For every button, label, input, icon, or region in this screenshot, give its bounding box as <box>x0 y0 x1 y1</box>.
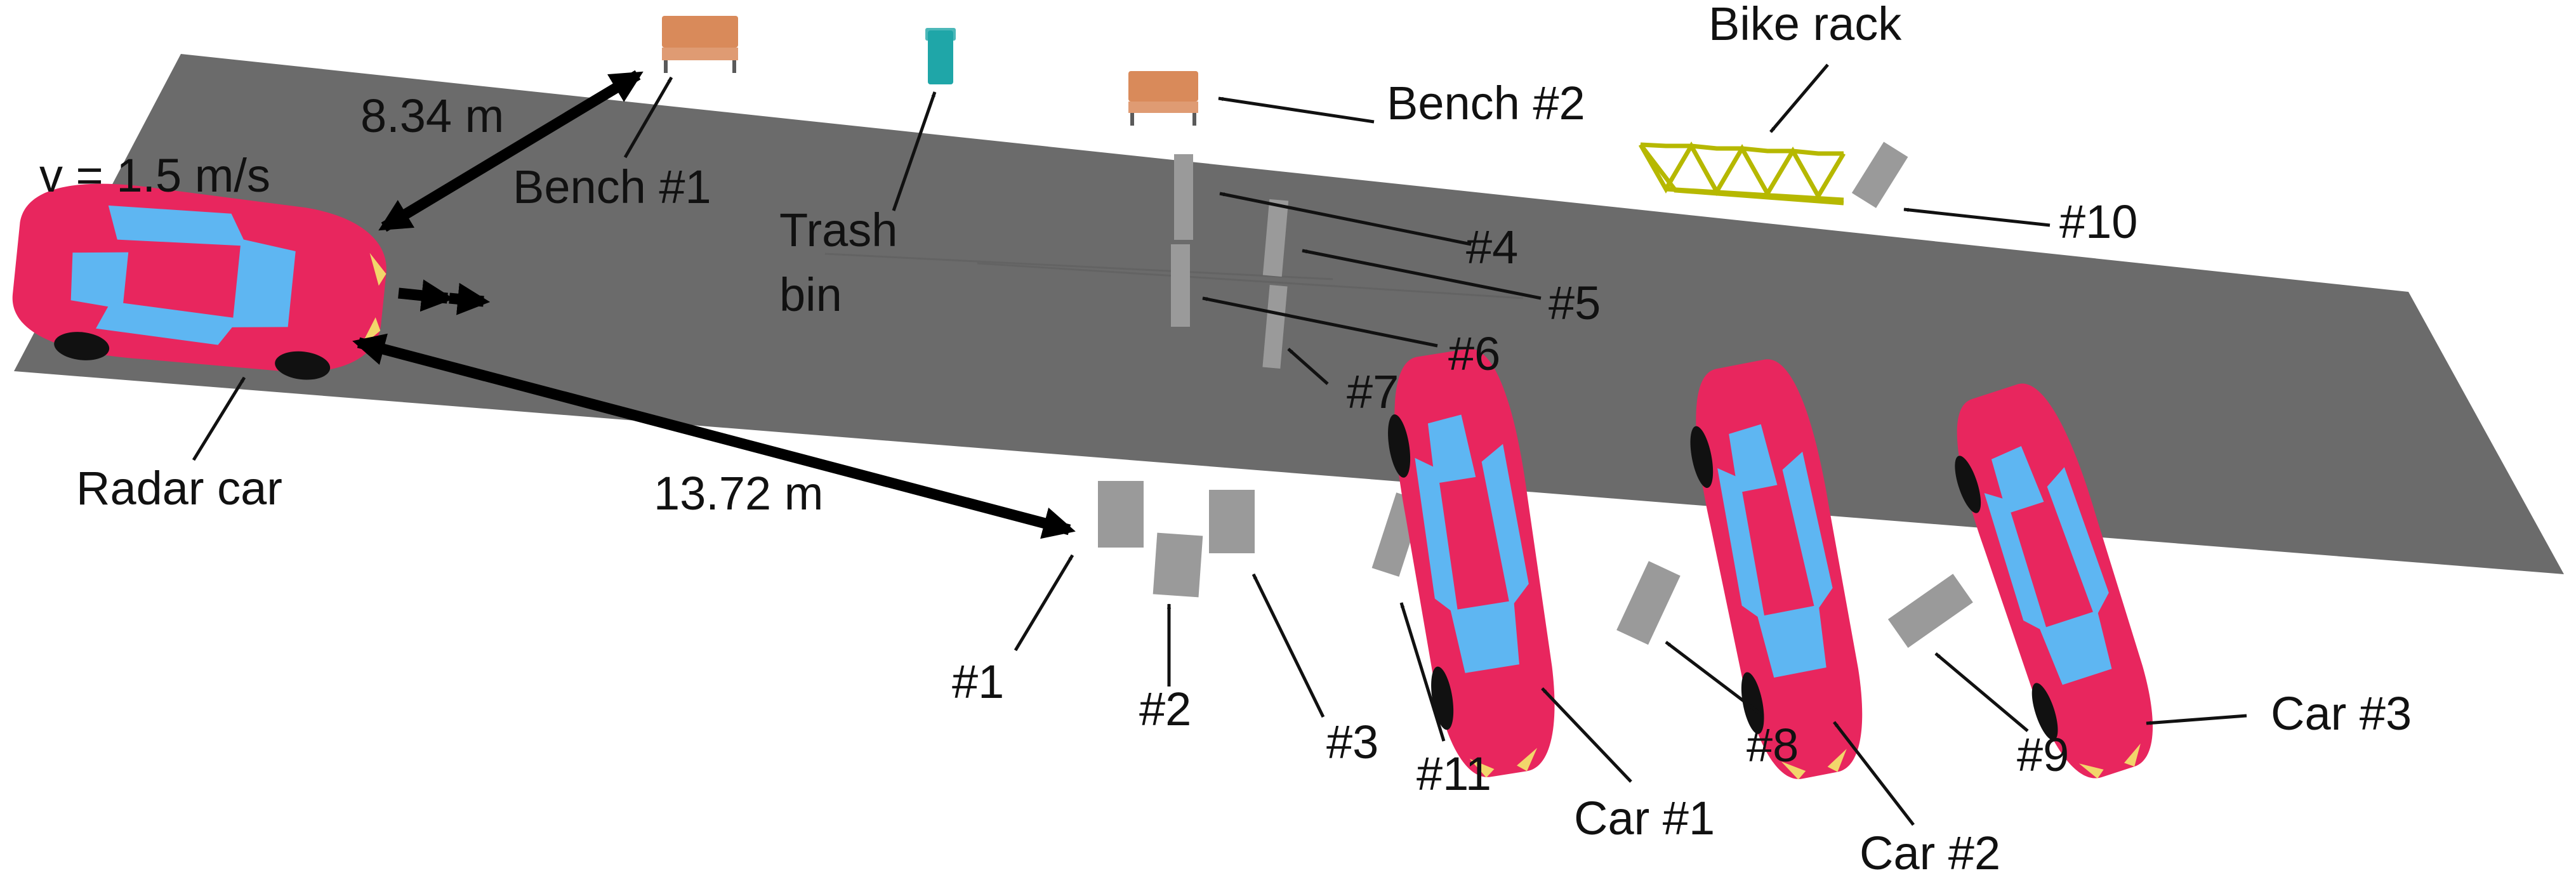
road-seams <box>824 253 1524 299</box>
obstacle-2 <box>1153 532 1203 598</box>
car-2-label: Car #2 <box>1859 827 2000 879</box>
obstacle-3-label: #3 <box>1326 716 1378 768</box>
obstacle-distance-label: 13.72 m <box>654 467 823 520</box>
pointer-car-1 <box>1541 687 1632 783</box>
obstacle-10-label: #10 <box>2059 195 2137 248</box>
obstacle-4 <box>1174 154 1193 240</box>
distance-arrow-obstacle <box>352 333 1076 539</box>
bench-2 <box>1128 71 1198 126</box>
obstacle-4-label: #4 <box>1466 221 1518 273</box>
car-3-label: Car #3 <box>2271 687 2412 740</box>
pointer-radar-car <box>192 376 246 461</box>
pointer-obstacle-3 <box>1252 573 1325 718</box>
pointer-obstacle-1 <box>1014 554 1074 652</box>
obstacle-9 <box>1887 574 1973 648</box>
bike-rack-label: Bike rack <box>1708 0 1902 50</box>
pointer-obstacle-4 <box>1219 192 1472 246</box>
motion-arrow-2 <box>449 282 491 315</box>
distance-arrow-bench <box>378 70 644 232</box>
obstacle-8 <box>1616 561 1681 645</box>
pointer-bike-rack <box>1769 63 1829 133</box>
pointer-obstacle-11 <box>1399 602 1446 742</box>
bench-distance-label: 8.34 m <box>360 89 504 142</box>
trash-bin <box>925 28 956 84</box>
bench-1 <box>662 16 738 73</box>
obstacle-6-label: #6 <box>1448 327 1500 380</box>
obstacle-8-label: #8 <box>1747 719 1799 772</box>
obstacle-1 <box>1098 481 1144 548</box>
obstacle-6 <box>1171 244 1190 327</box>
motion-arrow-1 <box>398 279 454 312</box>
pointer-obstacle-8 <box>1665 641 1764 717</box>
obstacle-5 <box>1262 199 1289 277</box>
obstacle-9-label: #9 <box>2017 728 2069 781</box>
bike-rack <box>1638 141 1846 206</box>
obstacle-5-label: #5 <box>1549 277 1601 329</box>
pointer-trash-bin <box>892 91 937 211</box>
pointer-car-2 <box>1833 721 1915 826</box>
radar-car-label: Radar car <box>76 462 282 515</box>
car-1-label: Car #1 <box>1574 792 1715 844</box>
road-surface <box>14 54 2564 574</box>
obstacle-7 <box>1262 285 1288 369</box>
obstacle-11-label: #11 <box>1417 747 1491 800</box>
obstacle-10 <box>1851 141 1908 208</box>
obstacle-3 <box>1209 490 1255 553</box>
trash-bin-label-line2: bin <box>779 268 842 321</box>
pointer-obstacle-10 <box>1903 207 2051 227</box>
obstacle-1-label: #1 <box>952 655 1004 708</box>
pointer-obstacle-7 <box>1287 348 1329 385</box>
velocity-label: v = 1.5 m/s <box>39 149 270 202</box>
pointer-obstacle-6 <box>1202 296 1438 348</box>
obstacle-2-label: #2 <box>1139 683 1191 735</box>
bench-2-label: Bench #2 <box>1387 77 1585 129</box>
pointer-bench-2 <box>1218 96 1375 124</box>
pointer-obstacle-5 <box>1302 249 1542 300</box>
pointer-car-3 <box>2146 714 2247 725</box>
bench-1-label: Bench #1 <box>513 161 711 213</box>
pointer-bench-1 <box>623 76 673 159</box>
obstacle-7-label: #7 <box>1347 365 1399 418</box>
trash-bin-label-line1: Trash <box>779 204 897 256</box>
pointer-obstacle-9 <box>1934 652 2029 732</box>
